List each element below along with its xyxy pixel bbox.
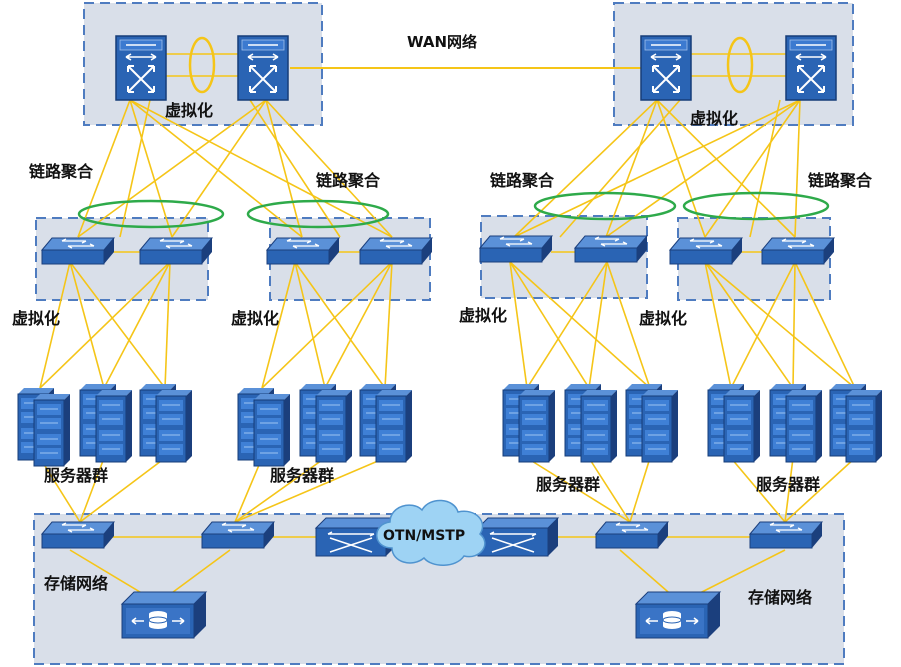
server-rack-icon: [785, 389, 823, 463]
access-switch-icon: [479, 235, 553, 263]
server-rack-icon: [723, 389, 761, 463]
access-switch-icon: [595, 521, 669, 549]
core-switch-icon: [237, 35, 289, 101]
server-rack-icon: [95, 389, 133, 463]
server-rack-icon: [518, 389, 556, 463]
server-rack-icon: [375, 389, 413, 463]
virtualization-label-1: 虚拟化: [12, 309, 60, 328]
lag-label-1: 链路聚合: [29, 162, 94, 181]
lag-label-3: 链路聚合: [490, 171, 555, 190]
agg-ring-2: [246, 199, 390, 229]
access-switch-icon: [749, 521, 823, 549]
access-switch-icon: [761, 237, 835, 265]
server-racks: [17, 383, 883, 467]
server-group-4: [707, 383, 883, 463]
agg-ring-1: [77, 199, 225, 229]
access-switch-icon: [41, 521, 115, 549]
access-switch-icon: [266, 237, 340, 265]
server-group-2: [237, 383, 413, 467]
access-switch-icon: [359, 237, 433, 265]
server-group-label-4: 服务器群: [756, 475, 820, 494]
link-aggregation-rings: [77, 36, 830, 229]
storage-array-icon: [635, 591, 721, 639]
server-rack-icon: [315, 389, 353, 463]
core-switch-icon: [115, 35, 167, 101]
virtualization-label-4: 虚拟化: [639, 309, 687, 328]
virtualization-label-3: 虚拟化: [459, 306, 507, 325]
access-switches: [41, 235, 835, 265]
core-left-virtualization-label: 虚拟化: [165, 101, 213, 120]
server-rack-icon: [580, 389, 618, 463]
core-right-lag-ring: [726, 36, 754, 94]
text-labels: WAN网络 虚拟化 虚拟化 链路聚合 链路聚合 链路聚合 链路聚合 虚拟化 虚拟…: [12, 33, 873, 607]
core-switch-icon: [785, 35, 837, 101]
server-rack-icon: [155, 389, 193, 463]
access-switch-icon: [139, 237, 213, 265]
server-rack-icon: [253, 393, 291, 467]
server-group-3: [502, 383, 679, 463]
server-group-label-2: 服务器群: [270, 466, 334, 485]
server-group-label-1: 服务器群: [44, 466, 108, 485]
core-right-virtualization-label: 虚拟化: [690, 109, 738, 128]
otn-mstp-label: OTN/MSTP: [383, 528, 465, 544]
agg-ring-4: [682, 191, 830, 221]
lag-label-4: 链路聚合: [808, 171, 873, 190]
access-switch-icon: [201, 521, 275, 549]
wan-label: WAN网络: [407, 33, 477, 51]
server-group-1: [17, 383, 193, 467]
agg-ring-3: [533, 191, 677, 221]
access-switch-icon: [574, 235, 648, 263]
access-switch-icon: [41, 237, 115, 265]
server-rack-icon: [33, 393, 71, 467]
storage-network-label-right: 存储网络: [748, 588, 812, 607]
core-switch-icon: [640, 35, 692, 101]
server-group-label-3: 服务器群: [536, 475, 600, 494]
storage-network-label-left: 存储网络: [44, 574, 108, 593]
network-links: [39, 53, 856, 599]
server-rack-icon: [641, 389, 679, 463]
lag-label-2: 链路聚合: [316, 171, 381, 190]
access-switch-icon: [669, 237, 743, 265]
storage-array-icon: [121, 591, 207, 639]
cloud-icon: [376, 499, 486, 566]
virtualization-label-2: 虚拟化: [231, 309, 279, 328]
core-left-lag-ring: [188, 36, 216, 94]
server-rack-icon: [845, 389, 883, 463]
optical-switch-icon: [477, 517, 559, 557]
